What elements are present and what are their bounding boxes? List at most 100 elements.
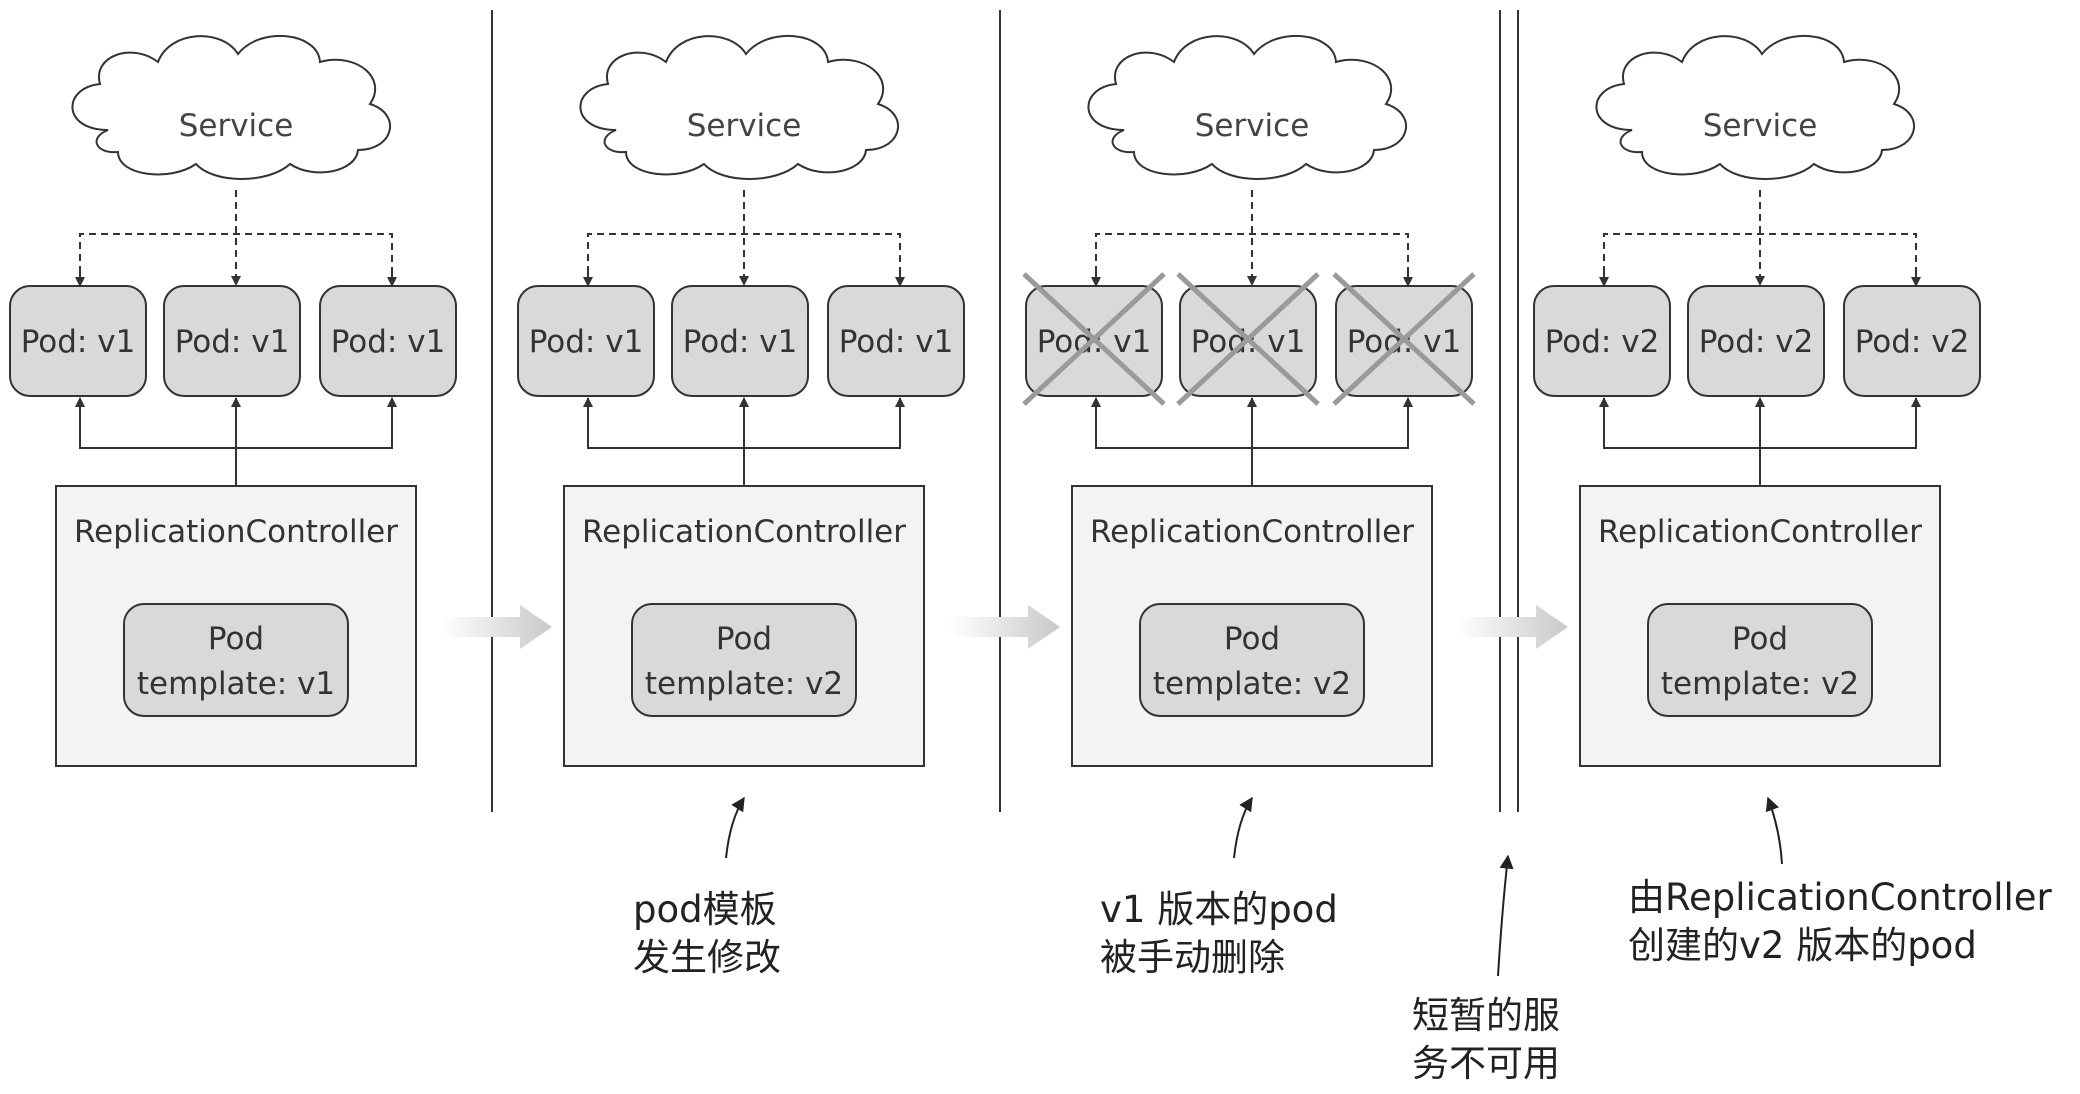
pod-box <box>671 285 809 397</box>
rc-connectors <box>583 397 905 486</box>
annotation-note-2: v1 版本的pod 被手动删除 <box>1100 796 1338 979</box>
service-cloud: Service <box>1595 34 1915 180</box>
service-label: Service <box>1195 108 1310 144</box>
cloud-shape <box>1087 34 1407 180</box>
pod: Pod: v1 <box>827 285 965 397</box>
delete-cross-icon <box>1022 272 1166 406</box>
pod: Pod: v1 <box>1176 272 1320 406</box>
pod-label: Pod: v2 <box>1545 324 1660 360</box>
solid-bracket <box>79 398 393 449</box>
pod-box <box>1843 285 1981 397</box>
service-cloud: Service <box>71 34 391 180</box>
template-box <box>123 603 349 717</box>
pod: Pod: v2 <box>1687 285 1825 397</box>
template-version: template: v1 <box>137 666 335 702</box>
dashed-bracket <box>587 233 901 285</box>
flow-arrow-3 <box>1458 605 1568 649</box>
pod-box <box>319 285 457 397</box>
pod-template: Pod template: v2 <box>1647 603 1873 717</box>
note-line: 发生修改 <box>633 936 781 979</box>
dashed-bracket <box>1603 233 1917 285</box>
service-connectors <box>75 190 397 287</box>
cloud-shape <box>579 34 899 180</box>
rc-label: ReplicationController <box>74 514 398 550</box>
rc-connectors <box>75 397 397 486</box>
pod-template: Pod template: v1 <box>123 603 349 717</box>
note-line: 务不可用 <box>1412 1042 1560 1085</box>
pod: Pod: v2 <box>1843 285 1981 397</box>
note-pointer <box>725 796 745 859</box>
service-cloud: Service <box>579 34 899 180</box>
template-box <box>631 603 857 717</box>
pod: Pod: v1 <box>517 285 655 397</box>
annotation-note-3: 短暂的服 务不可用 <box>1412 854 1560 1085</box>
dashed-bracket <box>1095 233 1409 285</box>
rc-connectors <box>1599 397 1921 486</box>
service-connectors <box>1091 190 1413 287</box>
pod-box <box>827 285 965 397</box>
pod: Pod: v1 <box>9 285 147 397</box>
pod-label: Pod: v1 <box>683 324 798 360</box>
pod-template: Pod template: v2 <box>1139 603 1365 717</box>
annotation-note-1: pod模板 发生修改 <box>633 796 781 979</box>
note-line: 创建的v2 版本的pod <box>1628 924 1977 967</box>
note-line: 由ReplicationController <box>1628 876 2053 919</box>
pod-label: Pod: v1 <box>21 324 136 360</box>
template-version: template: v2 <box>1661 666 1859 702</box>
dashed-bracket <box>79 233 393 285</box>
solid-bracket <box>1603 398 1917 449</box>
template-version: template: v2 <box>1153 666 1351 702</box>
note-pointer <box>1233 796 1253 859</box>
pod-box <box>163 285 301 397</box>
template-version: template: v2 <box>645 666 843 702</box>
note-line: v1 版本的pod <box>1100 888 1338 931</box>
rc-label: ReplicationController <box>1090 514 1414 550</box>
note-pointer <box>1765 796 1783 865</box>
rc-connectors <box>1091 397 1413 486</box>
solid-bracket <box>1095 398 1409 449</box>
template-title: Pod <box>208 621 264 657</box>
template-title: Pod <box>716 621 772 657</box>
pod-box <box>1533 285 1671 397</box>
service-label: Service <box>179 108 294 144</box>
template-box <box>1139 603 1365 717</box>
solid-bracket <box>587 398 901 449</box>
pod-label: Pod: v1 <box>529 324 644 360</box>
template-title: Pod <box>1732 621 1788 657</box>
cloud-shape <box>71 34 391 180</box>
rc-label: ReplicationController <box>1598 514 1922 550</box>
note-line: 短暂的服 <box>1412 994 1560 1037</box>
template-box <box>1647 603 1873 717</box>
pod-box <box>517 285 655 397</box>
annotation-note-4: 由ReplicationController 创建的v2 版本的pod <box>1628 796 2053 967</box>
pod-label: Pod: v2 <box>1699 324 1814 360</box>
delete-cross-icon <box>1176 272 1320 406</box>
pod-label: Pod: v1 <box>839 324 954 360</box>
pod-box <box>1687 285 1825 397</box>
flow-arrow-1 <box>442 605 552 649</box>
pod: Pod: v2 <box>1533 285 1671 397</box>
service-label: Service <box>1703 108 1818 144</box>
service-connectors <box>1599 190 1921 287</box>
service-label: Service <box>687 108 802 144</box>
pod: Pod: v1 <box>1022 272 1166 406</box>
service-connectors <box>583 190 905 287</box>
template-title: Pod <box>1224 621 1280 657</box>
pod: Pod: v1 <box>163 285 301 397</box>
pod-label: Pod: v1 <box>175 324 290 360</box>
pod: Pod: v1 <box>1332 272 1476 406</box>
rc-label: ReplicationController <box>582 514 906 550</box>
note-line: pod模板 <box>633 888 777 931</box>
pod-label: Pod: v2 <box>1855 324 1970 360</box>
pod: Pod: v1 <box>319 285 457 397</box>
note-pointer <box>1497 854 1514 977</box>
